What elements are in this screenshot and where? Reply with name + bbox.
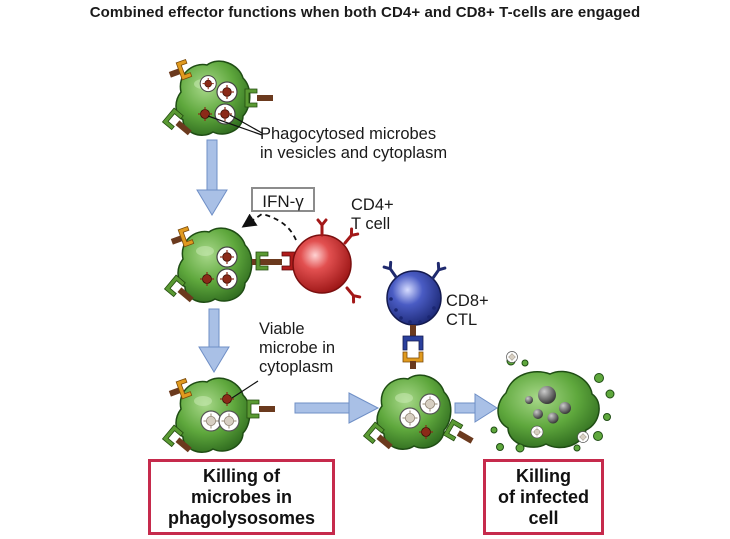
ifn-dashed-arrow <box>241 213 297 241</box>
cd8-label: CD8+ CTL <box>446 292 489 330</box>
outcome-left-line2: microbes in <box>190 486 292 507</box>
phagocytosed-label-line1: Phagocytosed microbes <box>260 125 437 143</box>
viable-label-line3: cytoplasm <box>259 358 334 376</box>
outcome-box-phagolysosomes: Killing of microbes in phagolysosomes <box>148 459 335 535</box>
phagocytosed-pointer-lines <box>207 114 263 136</box>
apoptotic-cell <box>490 351 615 453</box>
arrow-right-1 <box>294 392 380 424</box>
outcome-left-line1: Killing of <box>203 465 280 486</box>
cd8-synapse <box>402 325 424 369</box>
cd4-t-cell <box>292 218 362 304</box>
phagocytosed-label-line2: in vesicles and cytoplasm <box>260 144 448 162</box>
outcome-right-line3: cell <box>528 507 559 528</box>
cd8-label-line1: CD8+ <box>446 292 489 310</box>
cd4-label-line1: CD4+ <box>351 196 394 214</box>
arrow-down-2 <box>198 308 230 373</box>
arrow-right-2 <box>454 393 498 423</box>
outcome-box-infected-cell: Killing of infected cell <box>483 459 604 535</box>
outcome-right-line2: of infected <box>497 486 589 507</box>
cd4-label: CD4+ T cell <box>351 196 394 234</box>
viable-microbe-label: Viable microbe in cytoplasm <box>259 320 335 377</box>
arrow-down-1 <box>196 139 228 216</box>
cd8-label-line2: CTL <box>446 311 478 329</box>
macrophage-4 <box>363 374 478 455</box>
outcome-left-line3: phagolysosomes <box>167 507 316 528</box>
cd4-label-line2: T cell <box>351 215 391 233</box>
macrophage-3 <box>162 377 276 458</box>
phagocytosed-label: Phagocytosed microbes in vesicles and cy… <box>260 125 447 163</box>
ifn-gamma-box: IFN-γ <box>251 187 315 212</box>
outcome-right-line1: Killing <box>515 465 571 486</box>
macrophage-1 <box>162 59 274 141</box>
viable-pointer-line <box>231 380 259 399</box>
cd8-ctl <box>382 260 447 326</box>
macrophage-2 <box>164 226 253 308</box>
viable-label-line1: Viable <box>259 320 305 338</box>
cd4-synapse <box>252 251 297 271</box>
figure-title: Combined effector functions when both CD… <box>89 4 641 21</box>
viable-label-line2: microbe in <box>259 339 336 357</box>
